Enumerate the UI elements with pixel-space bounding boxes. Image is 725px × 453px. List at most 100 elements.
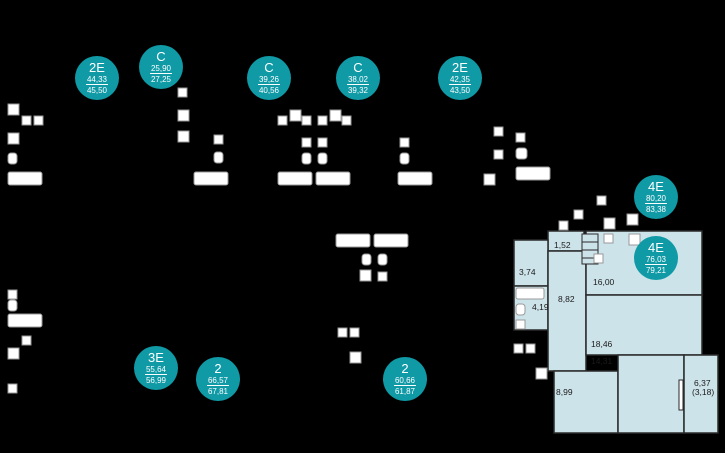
apartment-badge[interactable]: C 39,26 40,56	[247, 56, 291, 100]
apartment-area: 66,57	[206, 376, 230, 386]
sink-icon	[329, 109, 342, 122]
apartment-area: 44,33	[85, 75, 109, 85]
apartment-badge[interactable]: 2 66,57 67,81	[196, 357, 240, 401]
toilet-icon	[7, 299, 18, 312]
sink-icon	[7, 132, 20, 145]
sink-icon	[301, 137, 312, 148]
sink-icon	[399, 137, 410, 148]
sink-icon	[525, 343, 536, 354]
room-hall	[547, 250, 587, 372]
sink-icon	[593, 253, 604, 264]
apartment-area-total: 27,25	[150, 75, 172, 84]
sink-icon	[177, 87, 188, 98]
sink-icon	[493, 149, 504, 160]
apartment-area: 38,02	[346, 75, 370, 85]
apartment-4e-rooms[interactable]	[513, 230, 719, 434]
apartment-area: 80,20	[644, 194, 668, 204]
sink-icon	[377, 271, 388, 282]
apartment-area: 25,90	[149, 64, 173, 74]
apartment-badge[interactable]: C 25,90 27,25	[139, 45, 183, 89]
bathtubs	[7, 166, 551, 328]
sink-icon	[301, 115, 312, 126]
bathtub-icon	[397, 171, 433, 186]
sink-icon	[596, 195, 607, 206]
bathtub-icon	[373, 233, 409, 248]
room-area-label: 8,82	[558, 294, 575, 304]
sink-icon	[317, 137, 328, 148]
room-area-label: 6,37	[694, 378, 711, 388]
sanitary-fixtures	[7, 87, 641, 394]
apartment-badge[interactable]: 3E 55,64 56,99	[134, 346, 178, 390]
toilet-icon	[515, 147, 528, 160]
apartment-badge[interactable]: 2 60,66 61,87	[383, 357, 427, 401]
shower-icon	[483, 173, 496, 186]
shower-icon	[626, 213, 639, 226]
apartment-type: 2	[401, 361, 409, 376]
apartment-area: 55,64	[144, 365, 168, 375]
sink-icon	[603, 233, 614, 244]
room-area-label: 8,99	[556, 387, 573, 397]
bathtub-icon	[277, 171, 313, 186]
apartment-type: 4E	[648, 240, 664, 255]
sink-icon	[493, 126, 504, 137]
apartment-type: C	[156, 49, 166, 64]
room-area-label: 1,52	[554, 240, 571, 250]
sink-icon	[513, 343, 524, 354]
toilet-icon	[213, 151, 224, 164]
sink-icon	[21, 115, 32, 126]
apartment-badge[interactable]: 2E 44,33 45,50	[75, 56, 119, 100]
sink-icon	[573, 209, 584, 220]
sink-icon	[558, 220, 569, 231]
apartment-badge[interactable]: 4E 76,03 79,21	[634, 236, 678, 280]
sink-icon	[289, 109, 302, 122]
shower-icon	[535, 367, 548, 380]
apartment-area-total: 45,50	[86, 86, 108, 95]
sink-icon	[515, 319, 526, 330]
balcony-door	[678, 379, 684, 411]
toilet-icon	[361, 253, 372, 266]
sink-icon	[349, 327, 360, 338]
toilet-icon	[515, 303, 526, 316]
room-area-label: (3,18)	[692, 387, 715, 397]
apartment-type: 4E	[648, 179, 664, 194]
toilet-icon	[7, 152, 18, 165]
sink-icon	[21, 335, 32, 346]
sink-icon	[603, 217, 616, 230]
room-balcony	[683, 354, 719, 434]
room-bedroom	[553, 370, 619, 434]
sink-icon	[7, 289, 18, 300]
apartment-type: C	[353, 60, 363, 75]
apartment-area: 42,35	[448, 75, 472, 85]
sink-icon	[7, 383, 18, 394]
apartment-area-total: 40,56	[258, 86, 280, 95]
apartment-type: 2E	[452, 60, 468, 75]
apartment-area: 39,26	[257, 75, 281, 85]
bathtub-icon	[7, 313, 43, 328]
sink-icon	[337, 327, 348, 338]
sink-icon	[341, 115, 352, 126]
apartment-area-total: 61,87	[394, 387, 416, 396]
sink-icon	[515, 132, 526, 143]
apartment-type: 2E	[89, 60, 105, 75]
apartment-area-total: 56,99	[145, 376, 167, 385]
apartment-badge[interactable]: C 38,02 39,32	[336, 56, 380, 100]
apartment-area-total: 67,81	[207, 387, 229, 396]
apartment-badge[interactable]: 4E 80,20 83,38	[634, 175, 678, 219]
room-small-left	[513, 239, 549, 287]
bathtub-icon	[515, 287, 545, 300]
sink-icon	[317, 115, 328, 126]
room-area-label: 18,46	[591, 339, 613, 349]
toilet-icon	[377, 253, 388, 266]
room-area-label: 16,00	[593, 277, 615, 287]
sink-icon	[7, 103, 20, 116]
apartment-type: 3E	[148, 350, 164, 365]
sink-icon	[213, 134, 224, 145]
room-area-label: 4,19	[532, 302, 549, 312]
bathtub-icon	[515, 166, 551, 181]
shower-icon	[7, 347, 20, 360]
apartment-area-total: 43,50	[449, 86, 471, 95]
apartment-type: C	[264, 60, 274, 75]
toilet-icon	[317, 152, 328, 165]
apartment-badge[interactable]: 2E 42,35 43,50	[438, 56, 482, 100]
apartment-area-total: 83,38	[645, 205, 667, 214]
